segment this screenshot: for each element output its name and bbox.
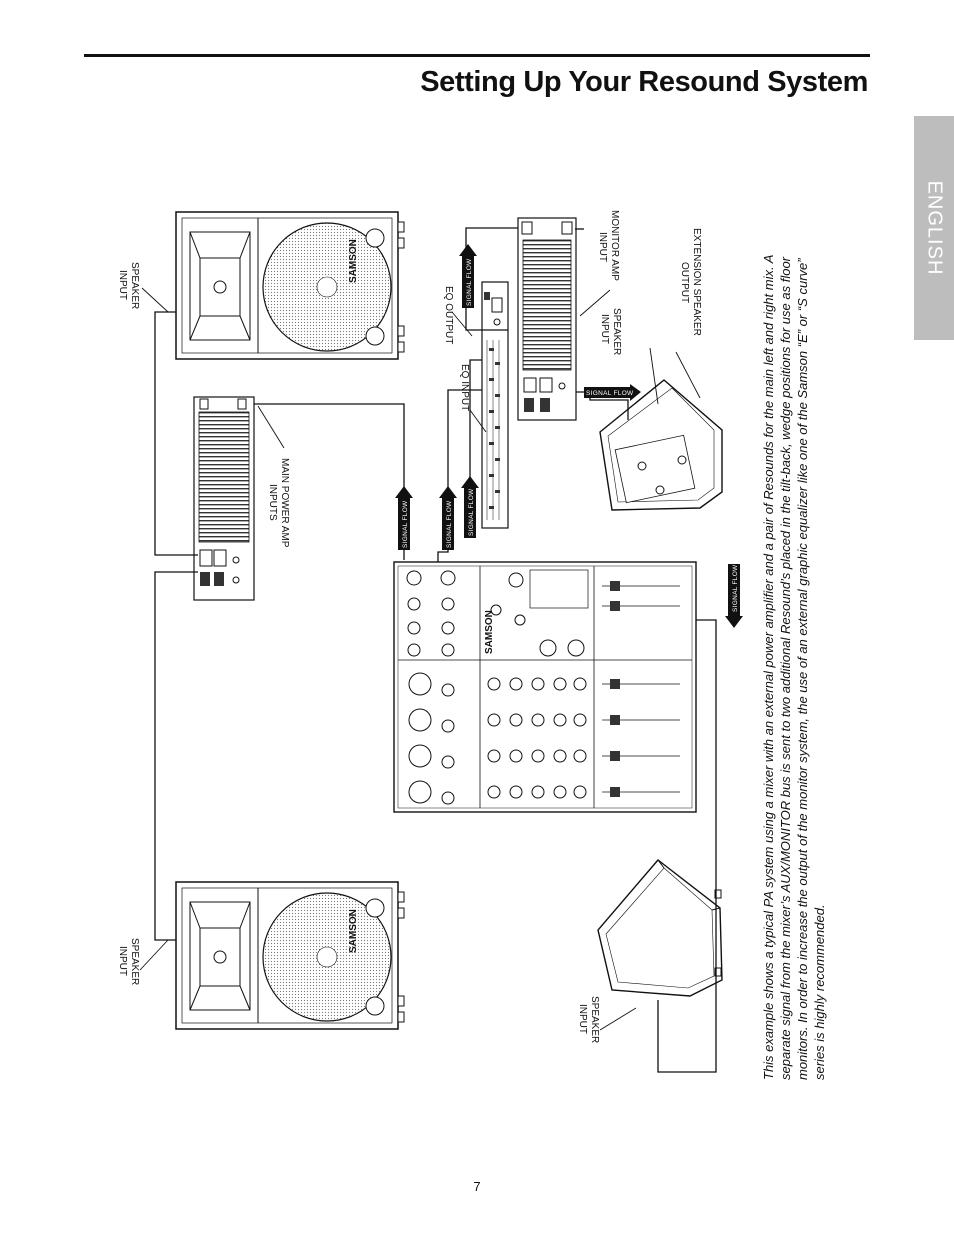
label-speaker-input-bottom: SPEAKER INPUT — [577, 996, 600, 1043]
svg-text:EQ INPUT: EQ INPUT — [459, 364, 470, 411]
svg-text:SPEAKER: SPEAKER — [611, 308, 622, 355]
label-monitor-amp-input: MONITOR AMP INPUT — [597, 210, 620, 281]
speaker-brand-logo: SAMSON — [348, 909, 359, 953]
top-rule — [84, 54, 870, 57]
svg-text:SIGNAL FLOW: SIGNAL FLOW — [466, 258, 473, 306]
label-extension-speaker-output: EXTENSION SPEAKER OUTPUT — [679, 228, 702, 336]
label-eq-output: EQ OUTPUT — [443, 286, 454, 344]
svg-text:INPUT: INPUT — [117, 946, 128, 976]
svg-text:INPUT: INPUT — [597, 232, 608, 262]
svg-text:INPUT: INPUT — [577, 1004, 588, 1034]
svg-text:OUTPUT: OUTPUT — [679, 262, 690, 303]
svg-text:INPUTS: INPUTS — [267, 484, 278, 521]
svg-text:SIGNAL FLOW: SIGNAL FLOW — [468, 488, 475, 536]
page-title: Setting Up Your Resound System — [420, 66, 868, 98]
svg-text:SIGNAL FLOW: SIGNAL FLOW — [586, 390, 634, 397]
signal-flow-arrow: SIGNAL FLOW — [584, 384, 641, 401]
svg-text:INPUT: INPUT — [117, 270, 128, 300]
svg-text:SIGNAL FLOW: SIGNAL FLOW — [446, 500, 453, 548]
speaker-brand-logo: SAMSON — [348, 239, 359, 283]
signal-flow-arrow: SIGNAL FLOW — [459, 244, 477, 308]
leader-lines — [139, 287, 701, 1031]
language-tab: ENGLISH — [914, 116, 954, 340]
signal-flow-arrow: SIGNAL FLOW — [725, 564, 743, 628]
signal-flow-arrow: SIGNAL FLOW — [439, 486, 457, 550]
svg-text:SIGNAL FLOW: SIGNAL FLOW — [402, 500, 409, 548]
svg-text:SPEAKER: SPEAKER — [589, 996, 600, 1043]
floor-monitor-right — [599, 379, 723, 511]
mixer: SAMSON — [393, 561, 697, 813]
label-eq-input: EQ INPUT — [459, 364, 470, 411]
svg-text:MONITOR AMP: MONITOR AMP — [609, 210, 620, 281]
signal-flow-arrow: SIGNAL FLOW — [461, 476, 479, 538]
main-power-amp — [193, 396, 255, 601]
label-speaker-input-top: SPEAKER INPUT — [117, 262, 140, 309]
graphic-eq — [481, 281, 509, 529]
label-main-power-amp-inputs: MAIN POWER AMP INPUTS — [267, 458, 290, 548]
label-speaker-input-monitor: SPEAKER INPUT — [599, 308, 622, 355]
page-number: 7 — [473, 1179, 481, 1194]
svg-text:INPUT: INPUT — [599, 314, 610, 344]
svg-text:EXTENSION SPEAKER: EXTENSION SPEAKER — [691, 228, 702, 336]
main-speaker-top: SAMSON — [175, 211, 405, 360]
svg-text:MAIN POWER AMP: MAIN POWER AMP — [279, 458, 290, 548]
main-speaker-bottom: SAMSON — [175, 881, 405, 1030]
floor-monitor-bottom — [597, 859, 723, 997]
svg-text:SPEAKER: SPEAKER — [129, 262, 140, 309]
monitor-amp — [517, 217, 577, 421]
svg-text:SIGNAL FLOW: SIGNAL FLOW — [732, 564, 739, 612]
svg-text:SPEAKER: SPEAKER — [129, 938, 140, 985]
label-speaker-input-left: SPEAKER INPUT — [117, 938, 140, 985]
mixer-brand-logo: SAMSON — [484, 610, 495, 654]
caption-text: This example shows a typical PA system u… — [761, 255, 827, 1080]
signal-flow-arrow: SIGNAL FLOW — [395, 486, 413, 550]
svg-text:EQ OUTPUT: EQ OUTPUT — [443, 286, 454, 344]
